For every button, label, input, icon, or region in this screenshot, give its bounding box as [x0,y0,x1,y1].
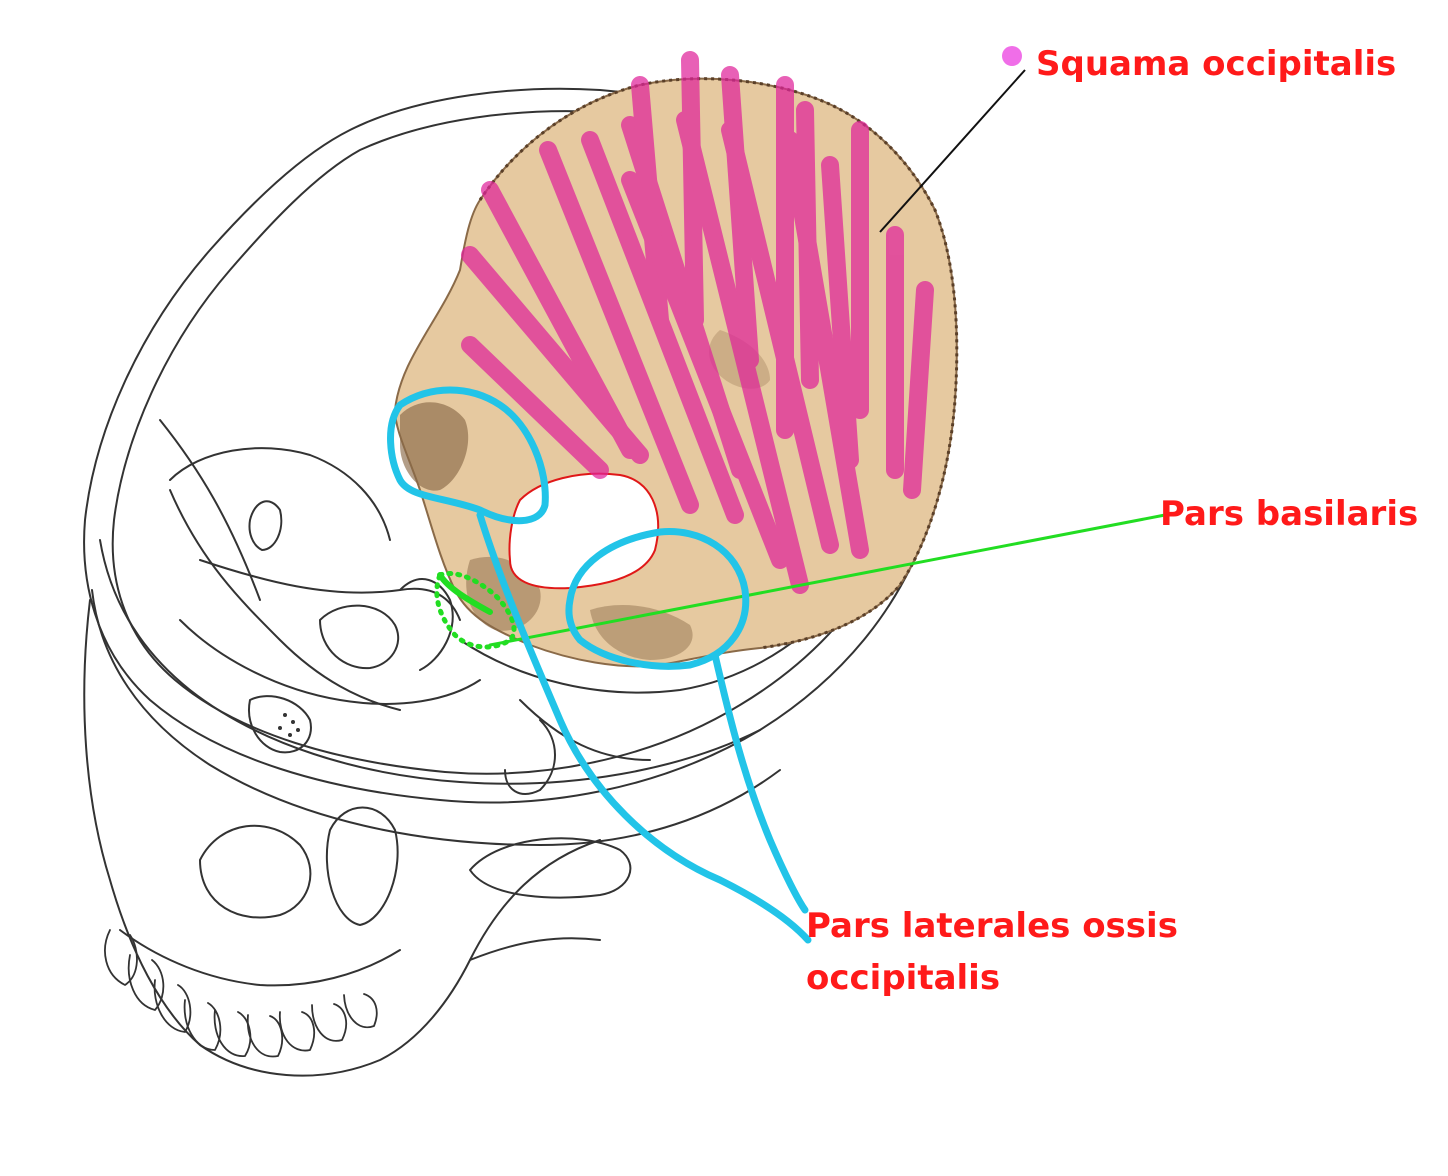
anterior-fossa [169,447,391,541]
middle-fossa [179,619,481,705]
lateral-loop-right [565,528,750,670]
serrated-suture [478,77,959,650]
mastoid-region [504,719,556,795]
skull-outline [83,87,951,1077]
pars-laterales-marker [387,386,812,944]
bone-shadow-3 [590,605,693,660]
posterior-fossa-rim [459,609,831,694]
nasal-cavity [325,806,399,926]
suture-line [169,489,401,711]
lateral-loop-left [387,386,549,525]
lower-vault-curve [519,699,651,761]
foramen-detail [248,695,312,754]
temporal-line [159,419,261,601]
foramina-dots [278,713,300,737]
label-squama-occipitalis: Squama occipitalis [1036,38,1396,90]
label-pars-basilaris: Pars basilaris [1160,488,1418,540]
zygomatic-arch [469,937,601,961]
face-outline [83,599,601,1077]
label-squama-text: Squama occipitalis [1036,44,1397,84]
calvaria-cut-band [99,539,761,785]
crista-galli [248,500,283,551]
petrous-ridge [399,578,454,671]
squama-marker-dot [1002,46,1022,66]
bone-shadow-1 [400,402,469,491]
label-laterales-line1: Pars laterales ossis [806,906,1178,946]
sella-turcica [319,604,400,670]
orbit-right [469,837,632,899]
maxilla-line [119,929,401,987]
lateral-leader-right [711,651,809,914]
label-pars-laterales: Pars laterales ossis occipitalis [806,900,1178,1004]
orbit-left [199,824,312,919]
squama-hatching [461,51,934,594]
label-basilaris-text: Pars basilaris [1160,494,1419,534]
teeth [104,929,378,1058]
label-laterales-line2: occipitalis [806,958,1001,998]
squama-leader-line [879,69,1026,233]
pars-basilaris-marker [434,513,1167,650]
basilaris-leader-line [488,513,1167,647]
lateral-leader-left [476,511,812,944]
calvaria-cut-band-2 [91,589,781,846]
sphenoid-wing [199,559,461,621]
